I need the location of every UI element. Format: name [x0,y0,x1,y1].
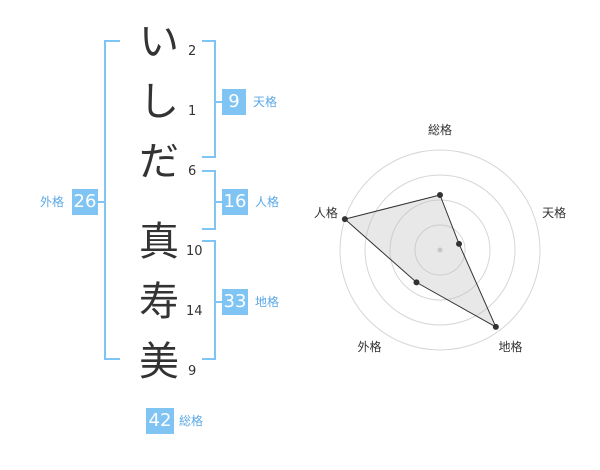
stroke-count-5: 14 [186,304,203,319]
name-char-1: い [139,19,179,65]
stroke-count-4: 10 [186,244,203,259]
radar-ring [414,224,466,276]
radar-point-2 [456,240,463,247]
radar-axis-label-5: 人格 [314,205,338,220]
radar-point-5 [341,216,348,223]
gaikaku-label: 外格 [40,195,65,209]
tenkaku-label: 天格 [253,95,278,109]
radar-point-4 [413,279,420,286]
stroke-count-3: 6 [188,164,197,179]
radar-axis-label-3: 地格 [498,339,522,354]
soukaku-label: 総格 [179,414,204,428]
name-char-5: 寿 [139,279,179,325]
radar-point-1 [437,192,443,198]
radar-ring [364,174,516,326]
name-char-2: し [139,79,179,125]
name-char-3: だ [139,139,179,185]
chikaku-label: 地格 [255,295,280,309]
gaikaku-value: 26 [72,189,98,215]
stroke-count-2: 1 [188,104,197,119]
radar-ring [389,199,491,301]
stroke-count-1: 2 [188,44,197,59]
radar-axis-label-2: 天格 [542,205,566,220]
name-char-6: 美 [139,339,179,385]
name-char-4: 真 [139,219,179,265]
radar-point-3 [492,323,499,330]
radar-axis-label-1: 総格 [428,122,452,137]
radar-ring [339,149,541,351]
jinkaku-label: 人格 [255,195,280,209]
radar-polygon [343,194,497,329]
radar-center [437,247,443,253]
chikaku-value: 33 [222,289,248,315]
radar-axis-label-4: 外格 [357,339,381,354]
soukaku-value: 42 [146,408,174,434]
jinkaku-value: 16 [222,189,248,215]
stroke-count-6: 9 [188,364,197,379]
tenkaku-value: 9 [222,89,246,115]
